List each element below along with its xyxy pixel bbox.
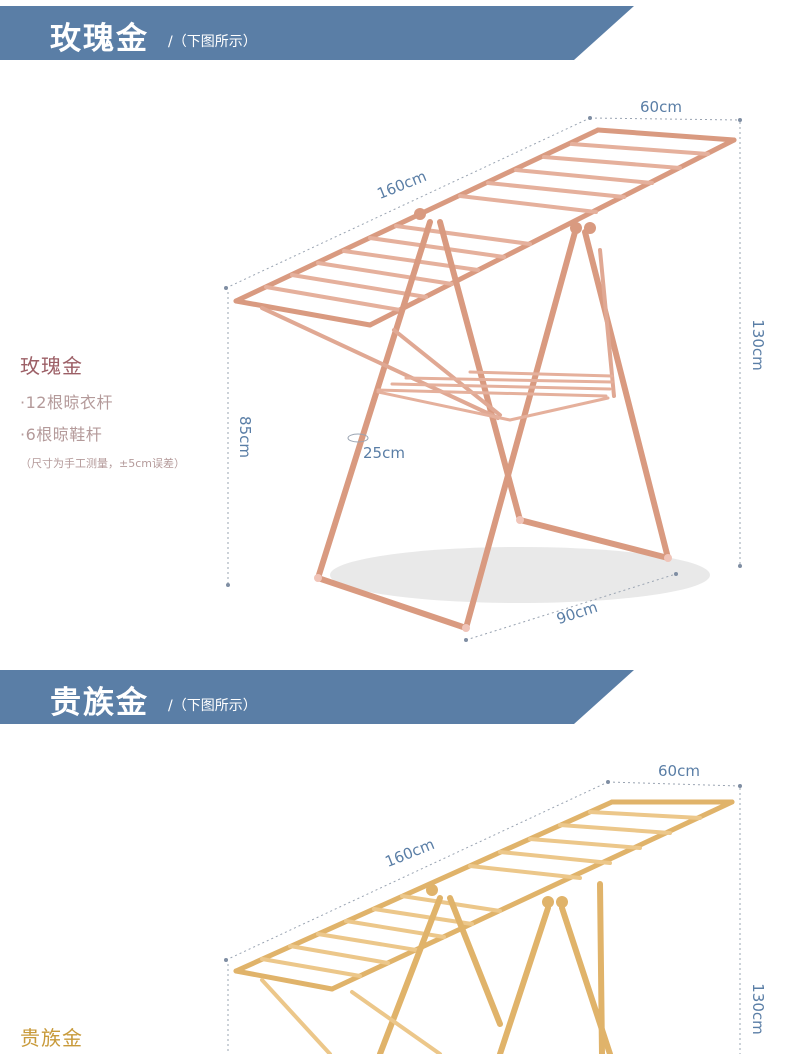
dimension-height: 130cm: [748, 983, 767, 1035]
banner-subtitle: /（下图所示）: [168, 34, 257, 50]
spec-block: 玫瑰金 ·12根晾衣杆 ·6根晾鞋杆 （尺寸为手工测量，±5cm误差）: [20, 350, 185, 471]
banner-title: 贵族金: [50, 685, 149, 721]
banner-shape: [0, 670, 634, 724]
spec-item-hanging-rods: ·12根晾衣杆: [20, 393, 113, 412]
banner-shape: [0, 6, 634, 60]
spec-title: 玫瑰金: [20, 354, 83, 378]
spec-note: （尺寸为手工测量，±5cm误差）: [20, 457, 185, 470]
section-banner: 贵族金 /（下图所示）: [0, 670, 634, 724]
rose-gold-rack-illustration: [224, 116, 742, 642]
spec-title: 贵族金: [20, 1026, 83, 1050]
dimension-leg-height: 85cm: [235, 416, 254, 458]
dimension-height: 130cm: [748, 319, 767, 371]
spec-item-shoe-rods: ·6根晾鞋杆: [20, 425, 103, 444]
banner-title: 玫瑰金: [50, 21, 149, 57]
section-rose-gold: 玫瑰金 /（下图所示）: [0, 6, 767, 642]
section-noble-gold: 贵族金 /（下图所示）: [0, 664, 790, 1054]
noble-gold-rack-illustration: [224, 780, 742, 1054]
dimension-shelf: 25cm: [363, 444, 405, 462]
banner-subtitle: /（下图所示）: [168, 698, 257, 714]
spec-block: 贵族金: [20, 1022, 83, 1061]
section-banner: 玫瑰金 /（下图所示）: [0, 6, 634, 60]
dimension-width: 60cm: [640, 98, 682, 116]
dimension-width: 60cm: [658, 762, 700, 780]
